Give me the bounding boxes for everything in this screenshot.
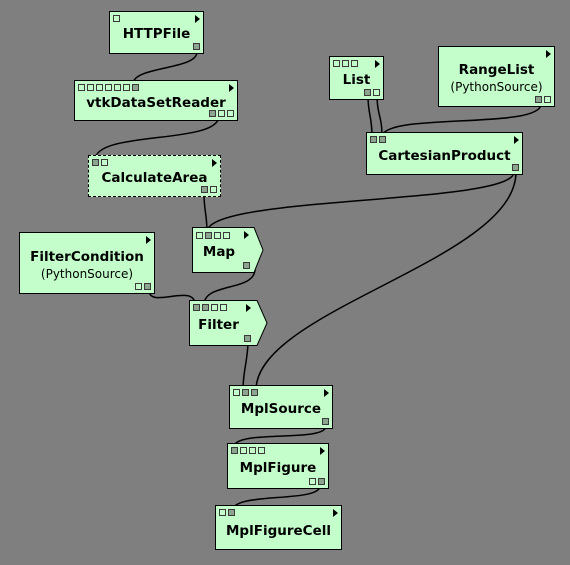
input-port[interactable] bbox=[205, 232, 212, 239]
module-subtitle: (PythonSource) bbox=[450, 80, 543, 94]
output-port[interactable] bbox=[227, 110, 234, 117]
module-rangelist[interactable]: RangeList (PythonSource) bbox=[438, 46, 555, 107]
module-menu-arrow-icon[interactable] bbox=[244, 231, 249, 239]
module-menu-arrow-icon[interactable] bbox=[546, 50, 551, 58]
input-port[interactable] bbox=[193, 304, 200, 311]
module-name: CalculateArea bbox=[101, 170, 208, 186]
input-port[interactable] bbox=[123, 84, 130, 91]
module-subtitle: (PythonSource) bbox=[40, 267, 134, 281]
output-port[interactable] bbox=[512, 164, 519, 171]
input-port[interactable] bbox=[219, 509, 226, 516]
module-calculatearea[interactable]: CalculateArea bbox=[88, 155, 221, 197]
input-port[interactable] bbox=[223, 232, 230, 239]
wire-list-to-cartesianproduct bbox=[367, 95, 373, 138]
module-menu-arrow-icon[interactable] bbox=[375, 60, 380, 68]
output-port[interactable] bbox=[322, 418, 329, 425]
module-menu-arrow-icon[interactable] bbox=[324, 389, 329, 397]
output-port[interactable] bbox=[201, 186, 208, 193]
module-name: MplFigure bbox=[239, 460, 317, 476]
output-port[interactable] bbox=[135, 283, 142, 290]
input-port[interactable] bbox=[101, 159, 108, 166]
module-filtercondition[interactable]: FilterCondition (PythonSource) bbox=[19, 232, 155, 294]
output-port[interactable] bbox=[144, 283, 151, 290]
module-name: RangeList bbox=[458, 62, 535, 78]
module-name: Map bbox=[202, 244, 236, 260]
input-port[interactable] bbox=[249, 447, 256, 454]
output-port[interactable] bbox=[244, 335, 251, 342]
input-port[interactable] bbox=[242, 389, 249, 396]
output-port[interactable] bbox=[364, 89, 371, 96]
input-port[interactable] bbox=[114, 84, 121, 91]
input-port[interactable] bbox=[87, 84, 94, 91]
input-port[interactable] bbox=[105, 84, 112, 91]
input-port[interactable] bbox=[214, 232, 221, 239]
module-mplfigure[interactable]: MplFigure bbox=[227, 443, 329, 489]
module-list[interactable]: List bbox=[329, 56, 384, 100]
module-menu-arrow-icon[interactable] bbox=[246, 304, 251, 312]
input-port[interactable] bbox=[228, 509, 235, 516]
module-name: FilterCondition bbox=[30, 249, 144, 265]
module-menu-arrow-icon[interactable] bbox=[195, 15, 200, 23]
input-port[interactable] bbox=[92, 159, 99, 166]
module-httpfile[interactable]: HTTPFile bbox=[109, 11, 204, 54]
input-port[interactable] bbox=[342, 60, 349, 67]
input-port[interactable] bbox=[220, 304, 227, 311]
output-port[interactable] bbox=[309, 478, 316, 485]
input-port[interactable] bbox=[351, 60, 358, 67]
module-cartesianproduct[interactable]: CartesianProduct bbox=[366, 132, 523, 175]
wire-cartesianproduct-to-mplsource bbox=[255, 171, 517, 391]
input-port[interactable] bbox=[132, 84, 139, 91]
input-port[interactable] bbox=[240, 447, 247, 454]
module-menu-arrow-icon[interactable] bbox=[320, 447, 325, 455]
module-name: vtkDataSetReader bbox=[86, 95, 226, 111]
wire-filter-to-mplsource bbox=[242, 340, 249, 391]
input-port[interactable] bbox=[370, 136, 377, 143]
input-port[interactable] bbox=[231, 447, 238, 454]
output-port[interactable] bbox=[243, 262, 250, 269]
module-name: List bbox=[342, 72, 371, 88]
input-port[interactable] bbox=[233, 389, 240, 396]
input-port[interactable] bbox=[113, 15, 120, 22]
input-port[interactable] bbox=[202, 304, 209, 311]
module-mplsource[interactable]: MplSource bbox=[229, 385, 333, 429]
module-name: MplSource bbox=[240, 401, 322, 417]
module-menu-arrow-icon[interactable] bbox=[229, 84, 234, 92]
output-port[interactable] bbox=[535, 96, 542, 103]
module-filter[interactable]: Filter bbox=[189, 300, 268, 346]
module-name: CartesianProduct bbox=[378, 148, 511, 164]
module-menu-arrow-icon[interactable] bbox=[514, 136, 519, 144]
module-name: MplFigureCell bbox=[226, 523, 331, 539]
input-port[interactable] bbox=[251, 389, 258, 396]
input-port[interactable] bbox=[211, 304, 218, 311]
output-port[interactable] bbox=[318, 478, 325, 485]
wire-vtkdatasetreader-to-calculatearea bbox=[94, 115, 220, 161]
module-name: HTTPFile bbox=[122, 26, 191, 42]
output-port[interactable] bbox=[193, 43, 200, 50]
output-port[interactable] bbox=[373, 89, 380, 96]
module-name: Filter bbox=[198, 317, 239, 333]
input-port[interactable] bbox=[333, 60, 340, 67]
wire-list-to-cartesianproduct-2 bbox=[376, 95, 383, 138]
output-port[interactable] bbox=[210, 186, 217, 193]
wire-cartesianproduct-to-map bbox=[206, 171, 515, 233]
input-port[interactable] bbox=[78, 84, 85, 91]
module-map[interactable]: Map bbox=[192, 227, 264, 273]
module-menu-arrow-icon[interactable] bbox=[212, 159, 217, 167]
module-mplfigurecell[interactable]: MplFigureCell bbox=[215, 505, 342, 550]
module-vtkdatasetreader[interactable]: vtkDataSetReader bbox=[74, 80, 238, 121]
input-port[interactable] bbox=[258, 447, 265, 454]
input-port[interactable] bbox=[196, 232, 203, 239]
input-port[interactable] bbox=[379, 136, 386, 143]
input-port[interactable] bbox=[96, 84, 103, 91]
output-port[interactable] bbox=[218, 110, 225, 117]
output-port[interactable] bbox=[544, 96, 551, 103]
module-menu-arrow-icon[interactable] bbox=[333, 509, 338, 517]
output-port[interactable] bbox=[209, 110, 216, 117]
module-menu-arrow-icon[interactable] bbox=[146, 236, 151, 244]
